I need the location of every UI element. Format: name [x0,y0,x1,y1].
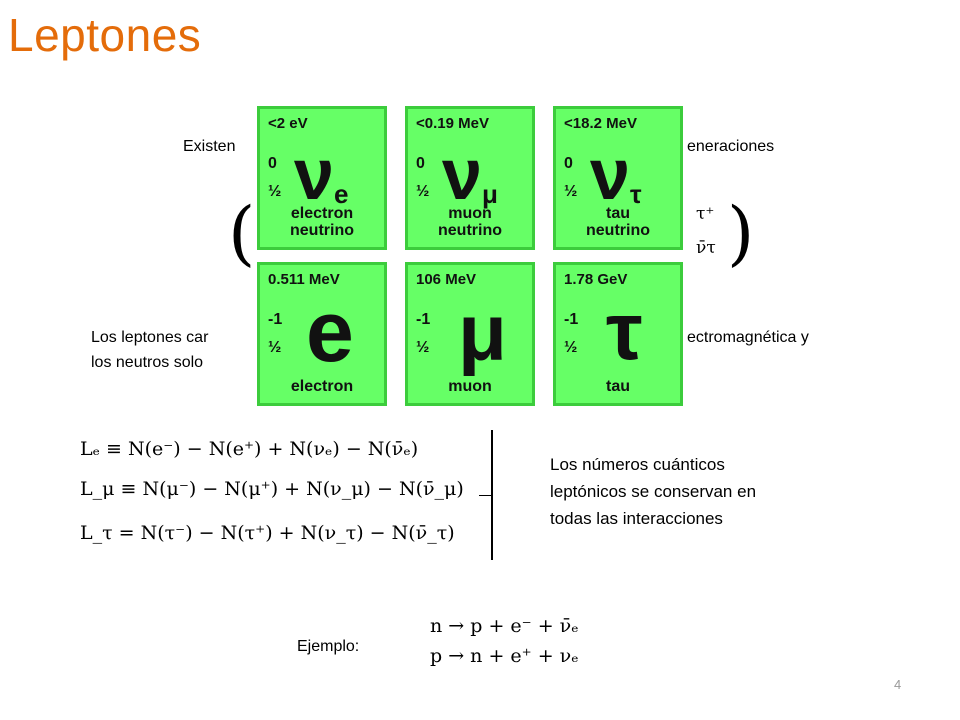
lepton-mass: <0.19 MeV [416,115,489,132]
lepton-mass: <2 eV [268,115,308,132]
lepton-cell-tau-neutrino: <18.2 MeV 0 ½ ντ tau neutrino [553,106,683,250]
page-number: 4 [894,677,902,692]
lepton-charge: 0 [564,155,573,172]
lepton-symbol: μ [458,288,507,377]
lepton-cell-muon: 106 MeV -1 ½ μ muon [405,262,535,406]
lepton-name: electron neutrino [290,205,354,239]
equations-bracket-tick [479,495,493,496]
example-equation-2: p → n + e⁺ + νₑ [430,645,579,667]
equation-muon-number: L_μ ≡ N(μ⁻) − N(μ⁺) + N(ν_μ) − N(ν̄_μ) [80,478,464,500]
lepton-symbol: νμ [442,135,498,215]
lepton-name: tau [606,378,630,395]
matrix-right-paren: ) [727,192,755,274]
lepton-spin: ½ [268,183,282,200]
lepton-table-image: <2 eV 0 ½ νe electron neutrino <0.19 MeV… [255,104,687,410]
lepton-name: tau neutrino [586,205,650,239]
lepton-symbol: ντ [590,135,642,215]
lepton-name: muon [448,378,492,395]
equation-electron-number: Lₑ ≡ N(e⁻) − N(e⁺) + N(νₑ) − N(ν̄ₑ) [80,438,419,460]
matrix-fragment-top: τ⁺ [696,204,715,224]
equation-tau-number: L_τ = N(τ⁻) − N(τ⁺) + N(ν_τ) − N(ν̄_τ) [80,522,455,544]
interaction-text-right: ectromagnética y [687,329,809,346]
lepton-name: electron [290,378,354,395]
lepton-spin: ½ [416,183,430,200]
lepton-symbol: τ [606,286,643,377]
conservation-note: Los números cuánticos leptónicos se cons… [550,455,757,528]
lepton-cell-tau: 1.78 GeV -1 ½ τ tau [553,262,683,406]
slide-title: Leptones [8,9,202,61]
lepton-charge: -1 [268,311,283,328]
lepton-spin: ½ [268,339,282,356]
example-equation-1: n → p + e⁻ + ν̄ₑ [430,615,579,637]
lepton-symbol: νe [294,135,349,215]
lepton-mass: 0.511 MeV [268,271,340,288]
lepton-spin: ½ [416,339,430,356]
matrix-left-paren: ( [228,192,256,274]
matrix-fragment-bottom: ν̄τ [696,238,716,258]
lepton-cell-electron: 0.511 MeV -1 ½ e electron [257,262,387,406]
lepton-name: muon neutrino [438,205,502,239]
lepton-symbol: e [306,284,354,380]
intro-text-left: Existen [183,138,236,155]
lepton-mass: <18.2 MeV [564,115,637,132]
lepton-mass: 106 MeV [416,271,477,288]
lepton-cell-electron-neutrino: <2 eV 0 ½ νe electron neutrino [257,106,387,250]
lepton-mass: 1.78 GeV [564,271,628,288]
interaction-text-left: Los leptones car los neutros solo [91,329,209,371]
lepton-cell-muon-neutrino: <0.19 MeV 0 ½ νμ muon neutrino [405,106,535,250]
lepton-charge: 0 [416,155,425,172]
lepton-spin: ½ [564,183,578,200]
lepton-charge: -1 [564,311,579,328]
intro-text-right: eneraciones [687,138,775,155]
lepton-charge: 0 [268,155,277,172]
lepton-spin: ½ [564,339,578,356]
example-label: Ejemplo: [297,638,360,655]
lepton-charge: -1 [416,311,431,328]
